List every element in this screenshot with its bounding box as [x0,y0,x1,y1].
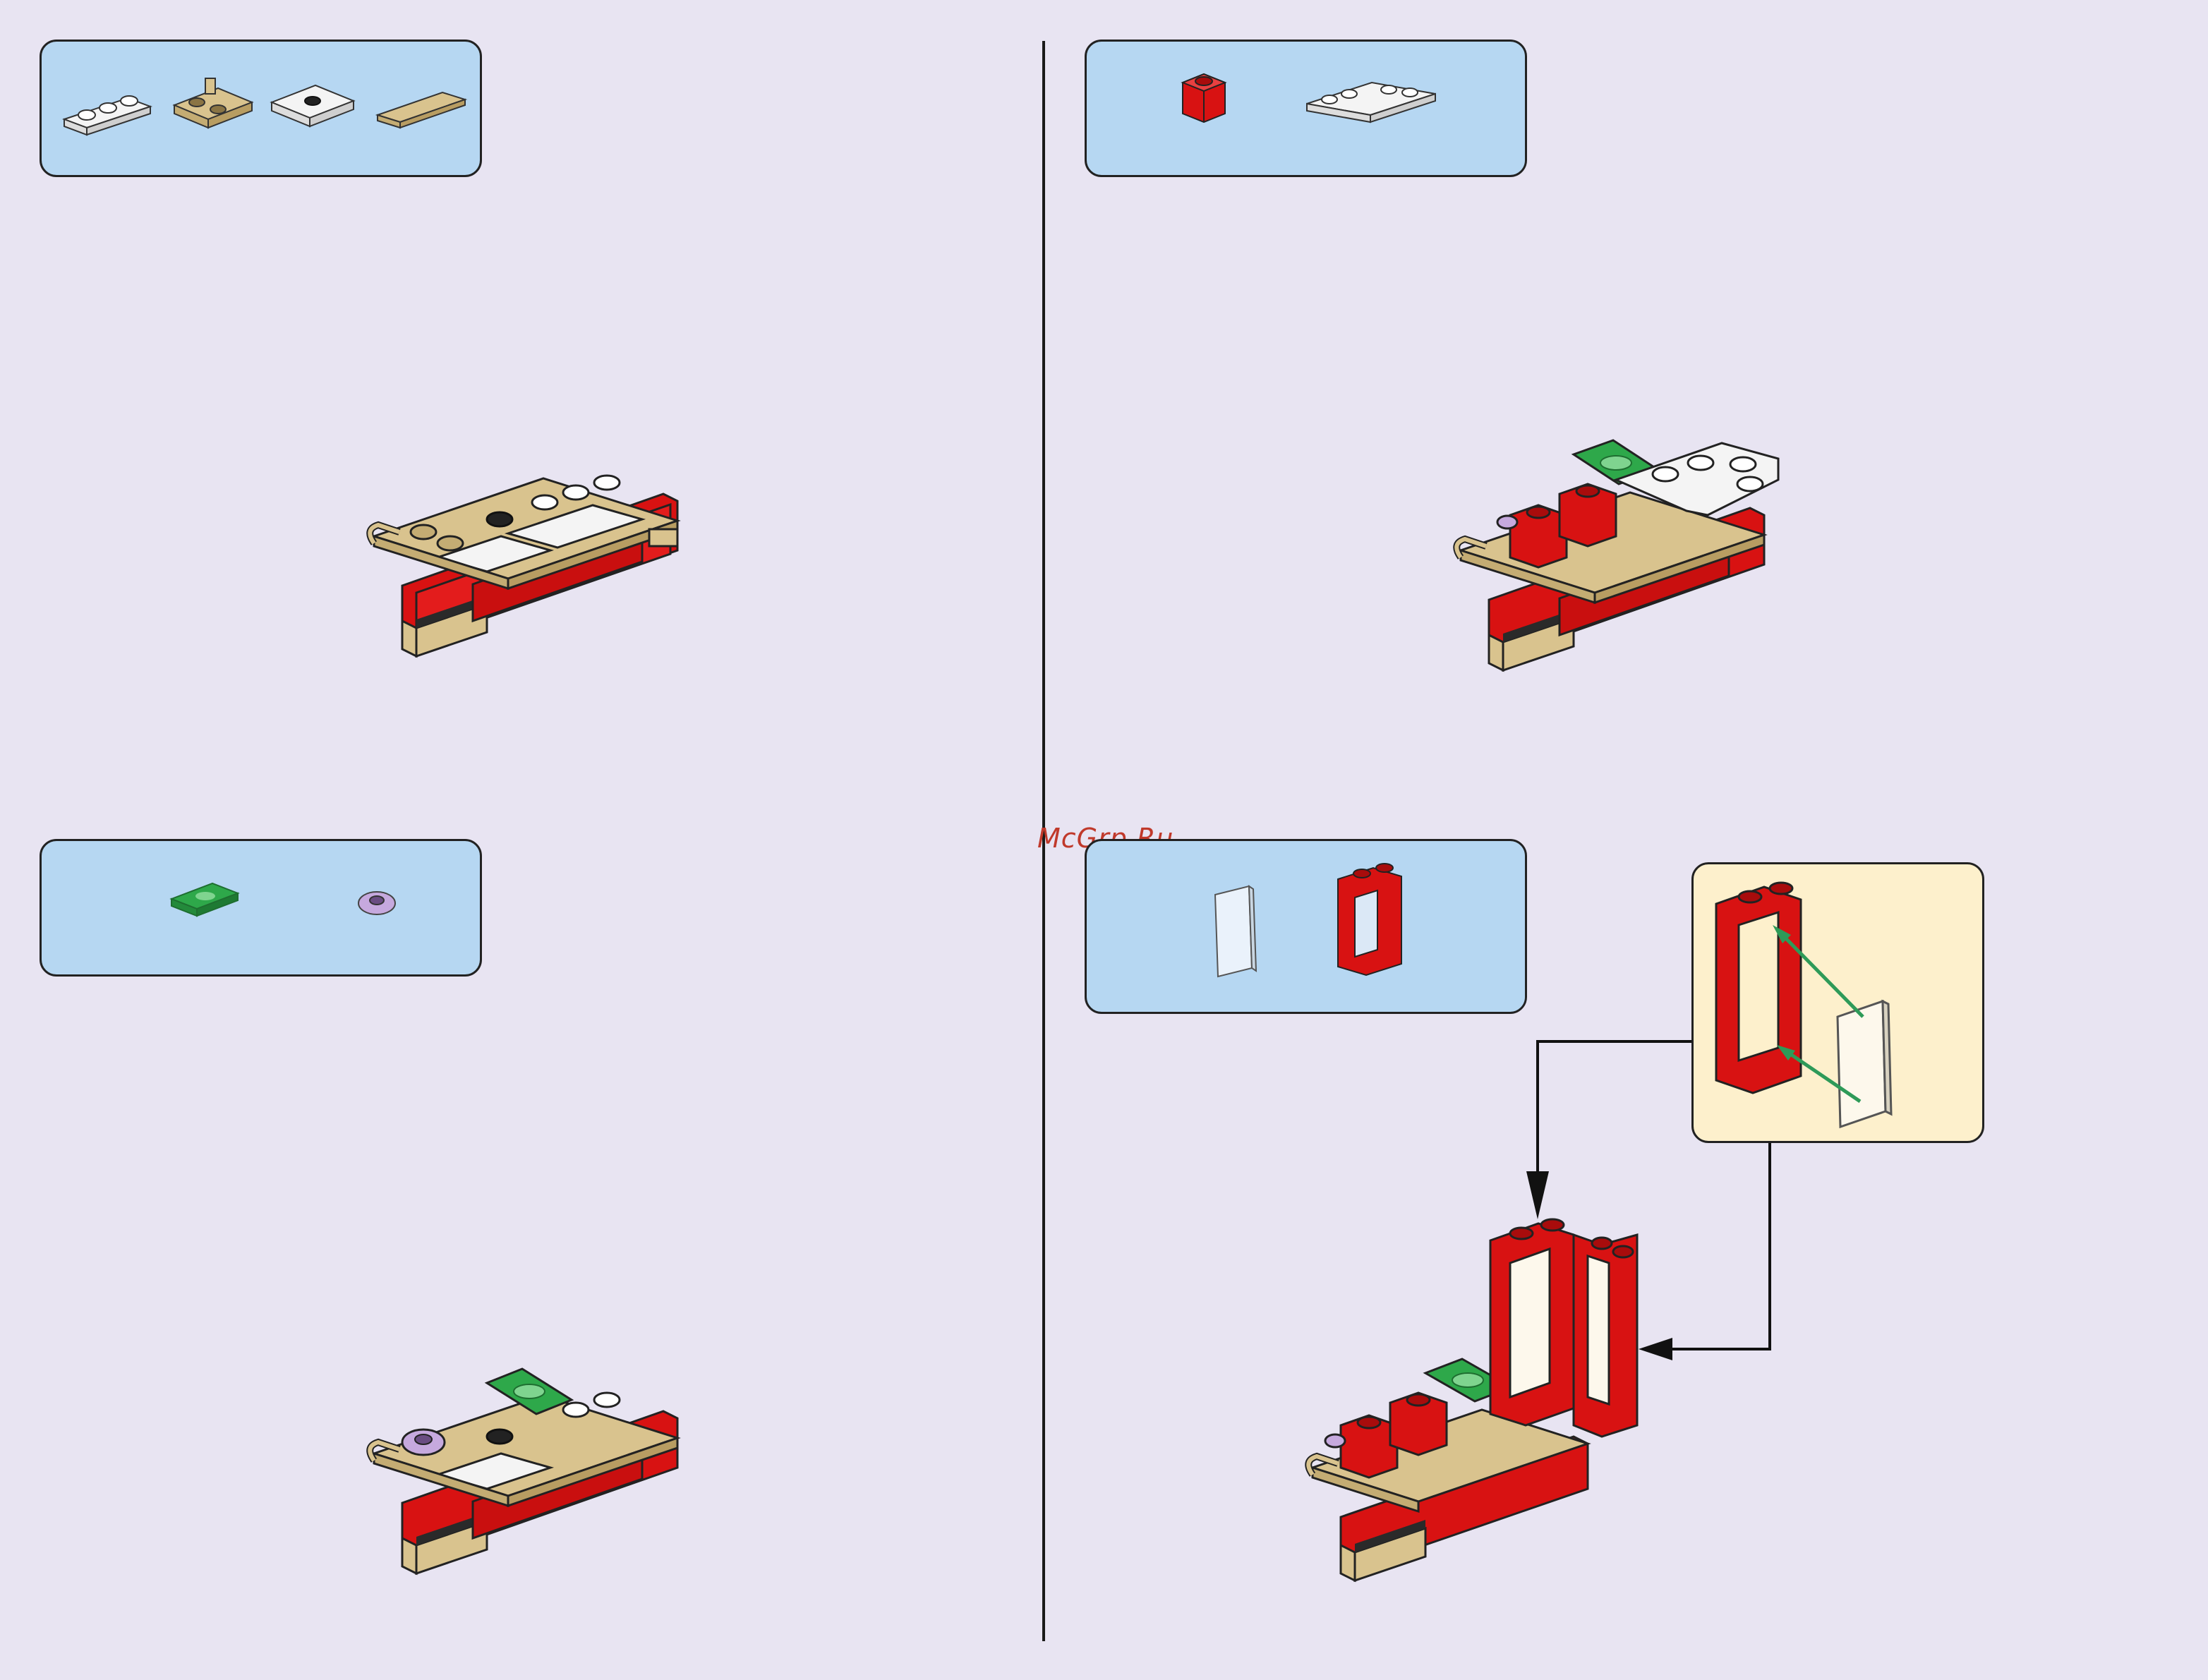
part-white-hinge-plate-icon [1301,73,1442,129]
step-1-model-illustration [360,437,684,670]
part-green-money-tile-icon [167,876,245,926]
model-lavender-flower [402,1430,445,1455]
model-base [370,1393,677,1573]
parts-box-step-1 [40,40,482,177]
sub-assembly-callout [1691,862,1984,1143]
part-lavender-flower-icon [352,878,402,927]
callout-window-frame-illustration [1708,878,1976,1132]
step-3-model-illustration [360,1355,684,1588]
step-2-model-illustration [1454,437,1785,670]
part-tan-plate-handles-icon [169,68,260,132]
part-red-brick-icon [1176,67,1232,131]
connector-arrow-left [1538,1041,1691,1185]
part-window-pane-icon [1208,883,1265,982]
part-tan-tile-icon [372,74,471,131]
connector-arrow-right [1672,1143,1770,1349]
parts-box-step-2 [1085,40,1527,177]
parts-box-step-3 [40,839,482,977]
model-top-plates [370,476,677,588]
part-white-plate-icon [57,77,156,133]
part-red-window-frame-icon [1331,858,1408,978]
model-window-frames [1490,1219,1637,1437]
step-4-model-illustration [1305,1214,1644,1595]
part-white-jumper-plate-icon [266,74,358,131]
parts-box-step-4 [1085,839,1527,1014]
